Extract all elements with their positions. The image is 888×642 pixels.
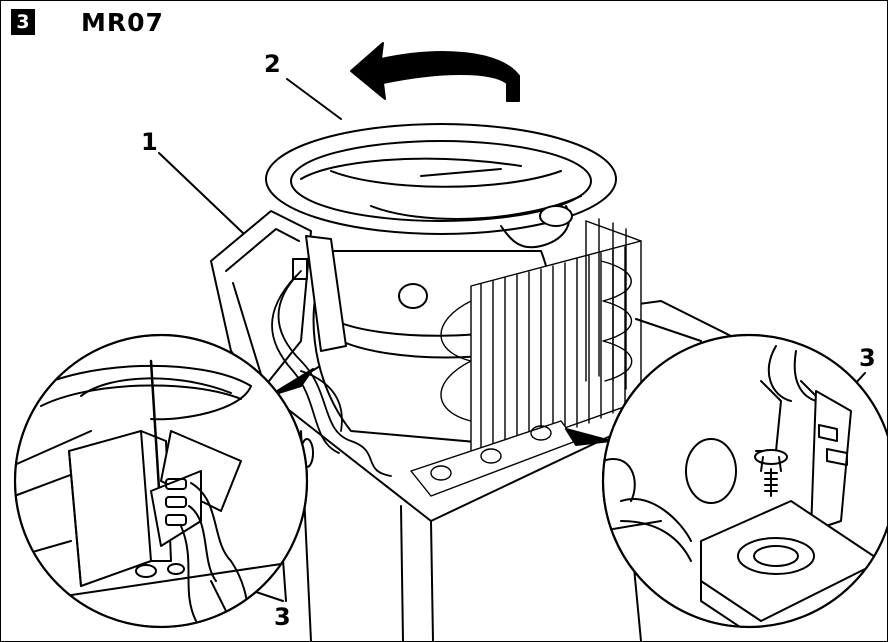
inset-pointer-right <box>565 428 612 446</box>
callout-2: 2 <box>264 50 281 78</box>
figure-number-badge: 3 <box>11 9 35 35</box>
callout-3-left: 3 <box>274 603 291 631</box>
condenser-fins <box>410 218 642 497</box>
inset-pointer-left <box>268 368 314 397</box>
floor-line <box>635 318 702 342</box>
inset-right-detail <box>601 333 887 629</box>
callout-3-right: 3 <box>859 344 876 372</box>
leader-line-2 <box>286 78 342 120</box>
leader-line-1 <box>158 152 244 234</box>
condenser-ring <box>265 123 617 249</box>
inset-left-detail <box>13 333 309 629</box>
callout-1: 1 <box>141 128 158 156</box>
rotation-arrow <box>350 42 520 102</box>
side-bracket <box>210 210 312 392</box>
figure-title: MR07 <box>81 8 164 37</box>
